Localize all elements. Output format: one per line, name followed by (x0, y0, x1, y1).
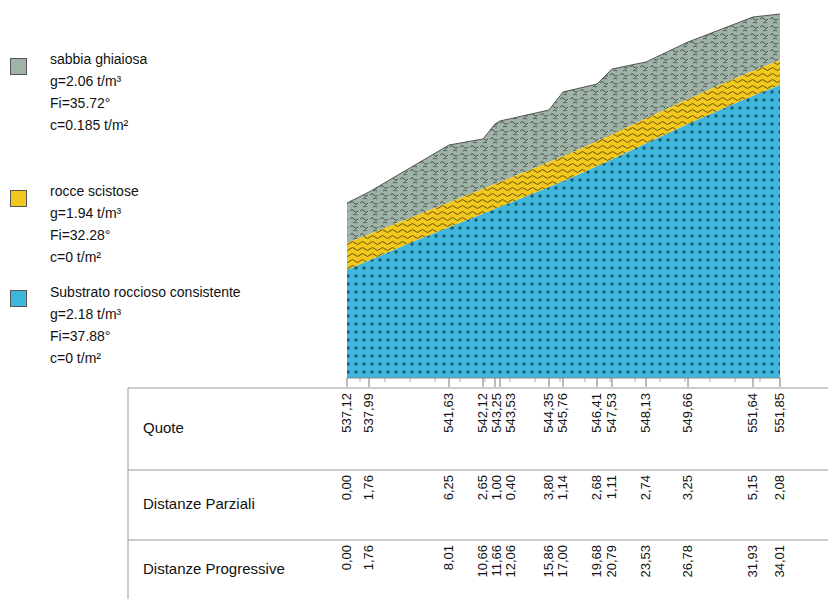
table-cell: 537,99 (362, 393, 376, 467)
table-cell: 0,00 (340, 545, 354, 596)
soil-parameter: g=1.94 t/m³ (50, 204, 121, 222)
table-cell: 8,01 (442, 545, 456, 596)
row-header: Distanze Progressive (143, 560, 285, 578)
table-cell: 34,01 (773, 545, 787, 596)
row-header: Quote (143, 419, 184, 437)
legend-text: Substrato roccioso consistente (50, 283, 241, 301)
table-cell: 543,25 (490, 393, 504, 467)
table-cell: 2,74 (639, 475, 653, 537)
legend-swatch (10, 290, 27, 307)
table-cell: 1,76 (362, 545, 376, 596)
table-cell: 0,40 (504, 475, 518, 537)
table-grid (128, 388, 828, 599)
table-cell: 551,85 (773, 393, 787, 467)
table-cell: 11,66 (490, 545, 504, 596)
table-cell: 23,53 (639, 545, 653, 596)
soil-parameter: Fi=32.28° (50, 226, 110, 244)
table-cell: 548,13 (639, 393, 653, 467)
table-cell: 547,53 (605, 393, 619, 467)
table-cell: 1,76 (362, 475, 376, 537)
table-cell: 549,66 (681, 393, 695, 467)
table-cell: 5,15 (746, 475, 760, 537)
soil-parameter: c=0.185 t/m² (50, 116, 128, 134)
table-cell: 546,41 (590, 393, 604, 467)
soil-parameter: Fi=35.72° (50, 94, 110, 112)
table-cell: 1,14 (556, 475, 570, 537)
table-cell: 10,66 (476, 545, 490, 596)
table-cell: 2,08 (773, 475, 787, 537)
table-cell: 551,64 (746, 393, 760, 467)
table-cell: 6,25 (442, 475, 456, 537)
bedrock-layer (347, 85, 780, 378)
table-cell: 543,53 (504, 393, 518, 467)
legend-swatch (10, 58, 27, 75)
soil-parameter: g=2.18 t/m³ (50, 305, 121, 323)
table-cell: 3,80 (542, 475, 556, 537)
table-cell: 0,00 (340, 475, 354, 537)
station-ticks (347, 378, 780, 387)
ground-line (347, 14, 780, 203)
table-cell: 17,00 (556, 545, 570, 596)
table-cell: 2,68 (590, 475, 604, 537)
soil-parameter: g=2.06 t/m³ (50, 72, 121, 90)
soil-parameter: c=0 t/m² (50, 248, 101, 266)
legend-text: sabbia ghiaiosa (50, 50, 147, 68)
table-cell: 537,12 (340, 393, 354, 467)
legend-swatch (10, 190, 27, 207)
minor-ticks (360, 378, 760, 382)
table-cell: 542,12 (476, 393, 490, 467)
table-cell: 31,93 (746, 545, 760, 596)
table-cell: 26,78 (681, 545, 695, 596)
table-cell: 541,63 (442, 393, 456, 467)
table-cell: 1,00 (490, 475, 504, 537)
table-cell: 12,06 (504, 545, 518, 596)
soil-parameter: Fi=37.88° (50, 327, 110, 345)
table-cell: 3,25 (681, 475, 695, 537)
table-cell: 545,76 (556, 393, 570, 467)
row-header: Distanze Parziali (143, 495, 255, 513)
table-cell: 15,86 (542, 545, 556, 596)
table-cell: 19,68 (590, 545, 604, 596)
table-cell: 544,35 (542, 393, 556, 467)
table-cell: 1,11 (605, 475, 619, 537)
table-cell: 20,79 (605, 545, 619, 596)
legend-text: rocce scistose (50, 182, 139, 200)
soil-parameter: c=0 t/m² (50, 349, 101, 367)
table-cell: 2,65 (476, 475, 490, 537)
